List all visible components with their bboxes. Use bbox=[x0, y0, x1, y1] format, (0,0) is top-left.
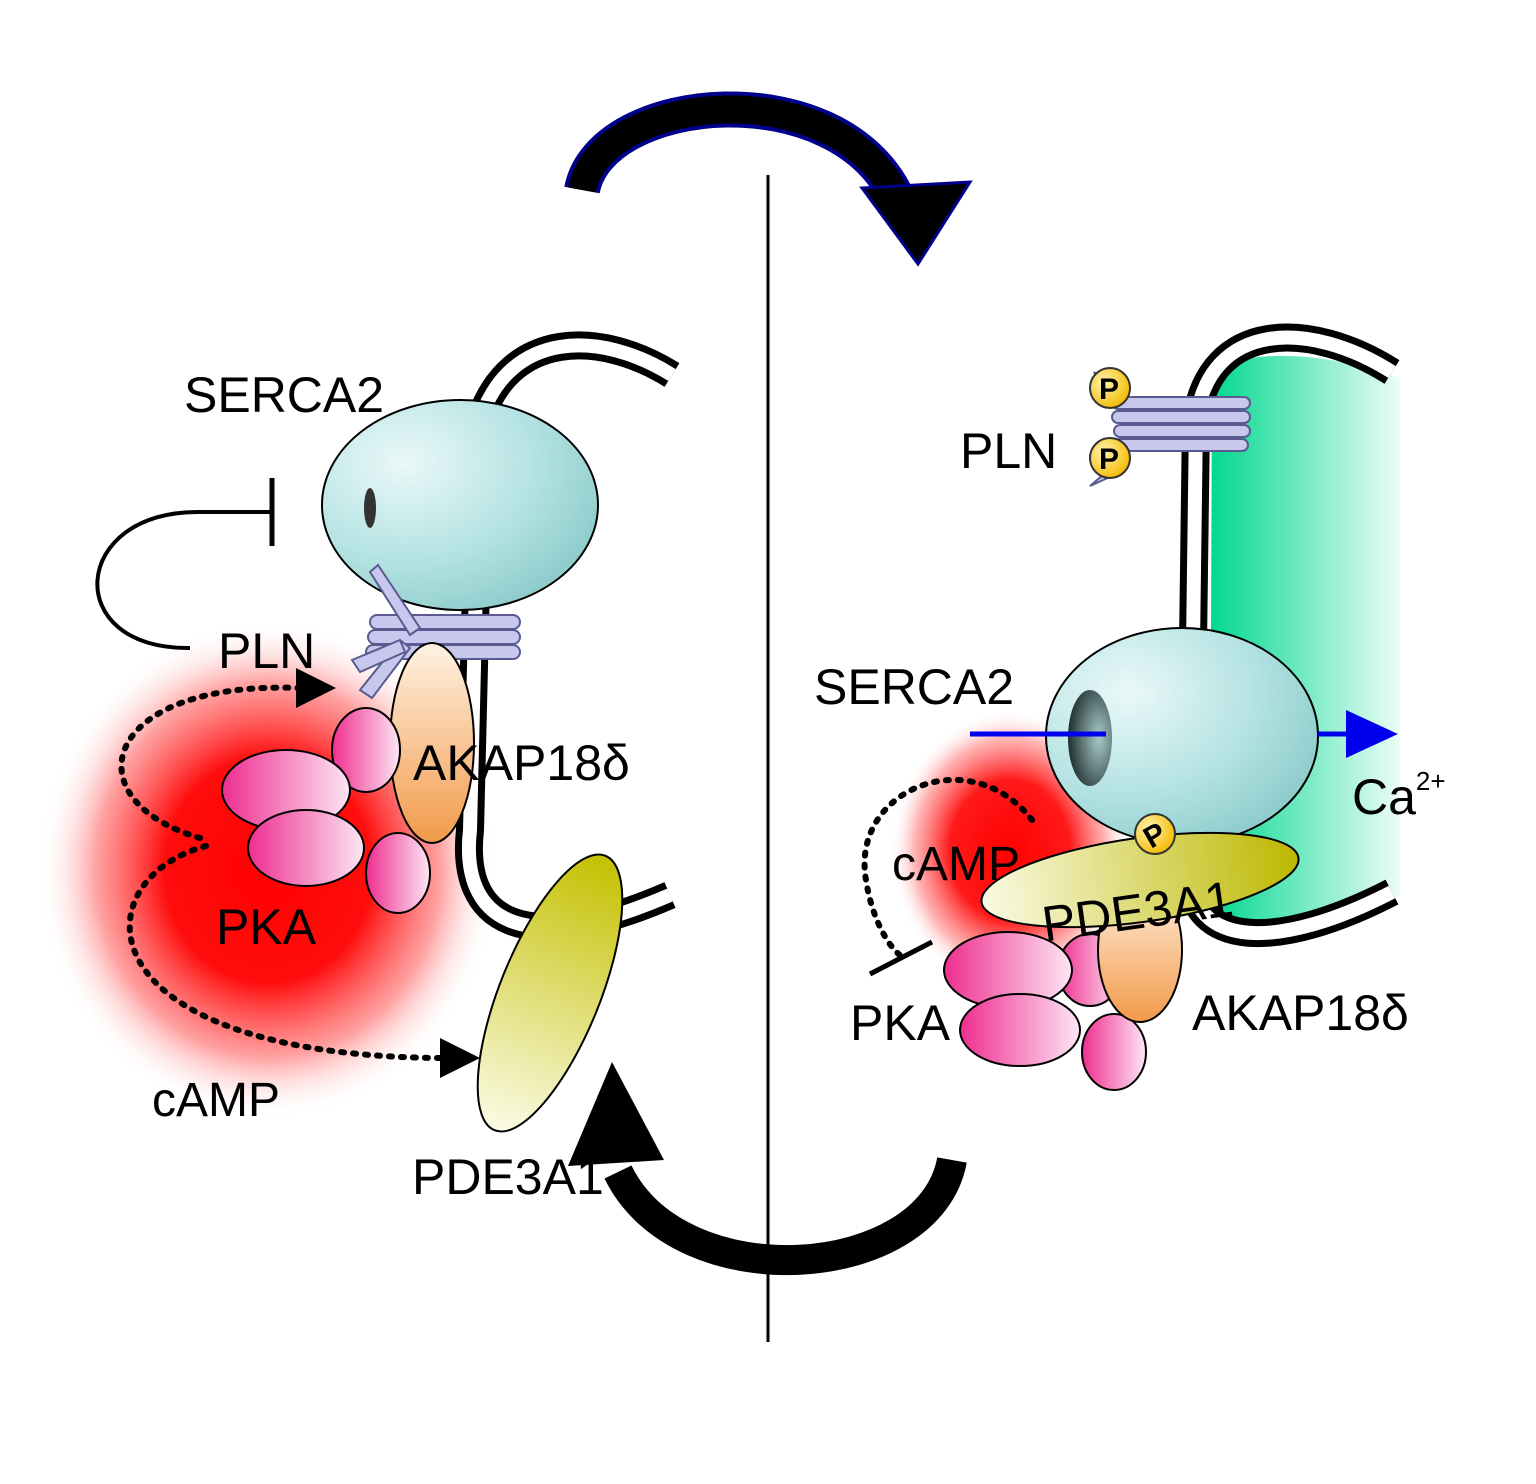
right-pln-label: PLN bbox=[960, 423, 1057, 479]
left-camp-to-pln-arrow bbox=[118, 684, 303, 841]
left-pln-label: PLN bbox=[218, 623, 315, 679]
left-serca2-pore bbox=[364, 488, 376, 528]
right-pka-inhibition-bar bbox=[868, 939, 934, 977]
svg-text:P: P bbox=[1099, 373, 1119, 406]
right-pln-pentamer bbox=[1089, 371, 1251, 487]
right-pka-label: PKA bbox=[850, 995, 951, 1051]
left-pka-label: PKA bbox=[216, 899, 317, 955]
left-camp-to-pde-arrow bbox=[126, 843, 443, 1061]
right-state: P P P PLN SERCA2 Ca2+ cAMP bbox=[814, 323, 1446, 1091]
right-serca2-pore bbox=[1068, 690, 1112, 786]
left-state: SERCA2 PLN AKAP18δ PKA cAMP PDE3A1 bbox=[38, 331, 680, 1205]
right-camp-label: cAMP bbox=[892, 838, 1020, 891]
bottom-cycle-arrowhead bbox=[568, 1062, 664, 1166]
right-pln-phospho-2 bbox=[1089, 437, 1131, 479]
cycle-arrows bbox=[564, 91, 973, 1276]
right-serca2-label: SERCA2 bbox=[814, 659, 1014, 715]
right-calcium-arrowhead bbox=[1346, 710, 1398, 758]
left-pde-label: PDE3A1 bbox=[412, 1149, 604, 1205]
left-akap-label: AKAP18δ bbox=[413, 735, 630, 791]
left-pln-pentamer bbox=[350, 563, 521, 700]
left-pde3a1 bbox=[476, 853, 624, 1133]
right-pde-phospho bbox=[1134, 813, 1176, 855]
left-pka-complex bbox=[221, 707, 431, 914]
right-akap-label: AKAP18δ bbox=[1192, 985, 1409, 1041]
left-camp-label: cAMP bbox=[152, 1074, 280, 1127]
bottom-cycle-arrow bbox=[604, 1156, 967, 1276]
left-pln-inhibition-line bbox=[95, 509, 270, 651]
right-calcium-label: Ca2+ bbox=[1352, 766, 1446, 825]
left-serca2-pump bbox=[321, 399, 599, 611]
svg-text:P: P bbox=[1099, 443, 1119, 476]
left-serca2-label: SERCA2 bbox=[184, 367, 384, 423]
right-pln-phospho-1 bbox=[1089, 367, 1131, 409]
right-pde3a1 bbox=[980, 831, 1300, 929]
top-cycle-arrowhead bbox=[859, 180, 973, 267]
right-camp-inhibition-dotted bbox=[861, 777, 1035, 961]
